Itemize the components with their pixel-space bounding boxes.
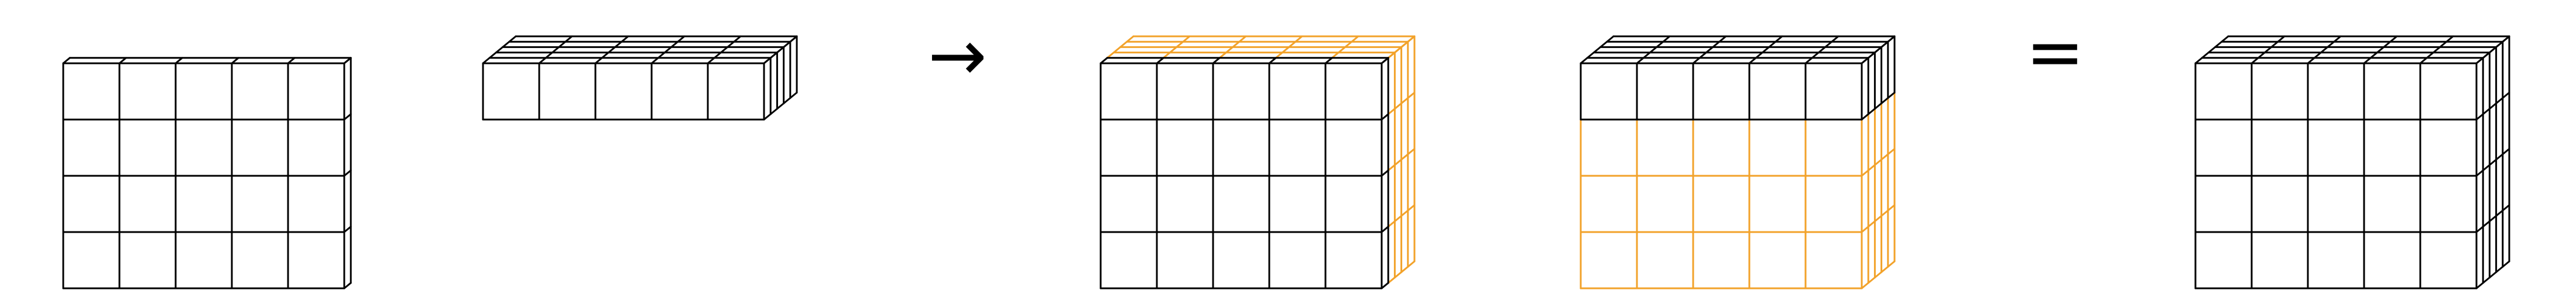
side-face-line [343,169,352,177]
top-face-line [1748,35,1783,64]
side-face-line [343,282,352,289]
equals-operator: = [2026,12,2085,93]
top-face-line [2250,35,2286,64]
lower-row-line [1861,204,1896,233]
side-face-line [2475,91,2510,121]
top-face-line [594,35,629,64]
top-face-line [1692,35,1727,64]
top-face-line [2194,35,2229,64]
top-face-line [2419,35,2454,64]
side-face-line [2475,148,2510,177]
side-face-line [1381,282,1389,289]
top-face-line [1804,35,1839,64]
top-face-line [118,57,127,64]
arrow-operator: → [928,15,987,97]
side-face-line [2475,35,2510,64]
top-face-line [1636,35,1671,64]
top-face-line [2363,35,2398,64]
side-face-line [2475,260,2510,289]
top-face-line [2307,35,2342,64]
lower-row-line [1861,148,1896,177]
side-face-line [2475,204,2510,233]
top-face-line [650,35,686,64]
side-face-line [1381,169,1389,177]
figure-block-with-top-row [1580,35,1896,289]
side-face-line [1861,91,1896,121]
side-face-line [1381,57,1389,64]
lower-row-line [1861,260,1896,289]
figure-result-cuboid [2194,35,2510,289]
top-face-line [62,57,71,64]
side-face-line [763,35,798,64]
top-face-line [1268,57,1277,64]
top-face-line [231,57,239,64]
side-face-line [343,226,352,233]
side-face-line [1861,35,1896,64]
figure-block-4-rows [62,57,352,289]
side-face-line [343,57,352,64]
figure-slab-1-row [482,35,798,121]
figure-block-with-back-layers [1099,35,1416,289]
top-face-line [1324,57,1333,64]
top-face-line [1212,57,1221,64]
side-face-line [343,113,352,121]
top-face-line [538,35,573,64]
side-face-line [1381,226,1389,233]
top-face-line [174,57,183,64]
side-face-line [763,91,798,121]
top-face-line [1580,35,1615,64]
top-face-line [1099,57,1108,64]
top-face-line [482,35,517,64]
top-face-line [707,35,742,64]
top-face-line [1156,57,1164,64]
side-face-line [1381,113,1389,121]
top-face-line [287,57,296,64]
